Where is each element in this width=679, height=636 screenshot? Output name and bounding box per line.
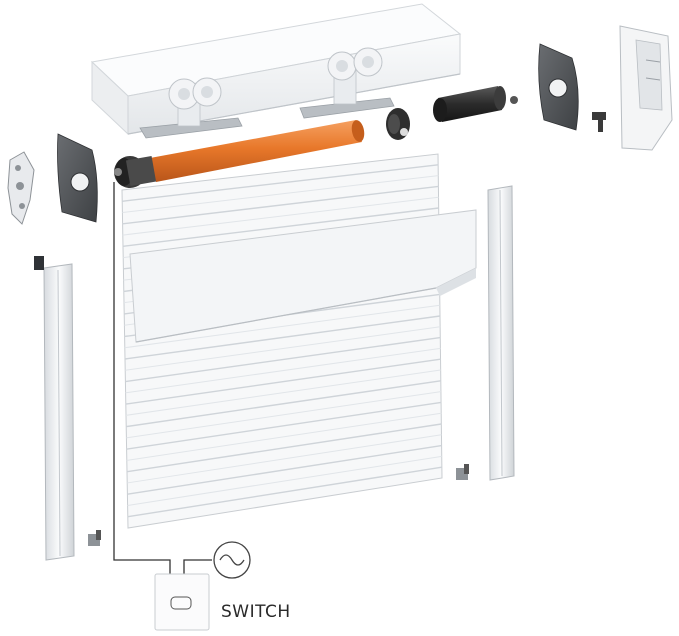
slat-profile-detail	[129, 209, 477, 343]
mounting-bracket-left	[139, 77, 243, 139]
wiring	[113, 182, 212, 574]
shutter-slat-line	[126, 412, 442, 461]
shutter-slat-line	[122, 164, 439, 202]
tubular-motor-icon	[114, 155, 157, 188]
shutter-slat-line	[122, 175, 439, 214]
shutter-slat-line	[126, 380, 441, 428]
guide-rail-left	[34, 256, 75, 561]
shutter-slat-line	[124, 304, 440, 349]
motor-cylinder	[433, 86, 518, 122]
shutter-slat-line	[127, 444, 442, 495]
shutter-slat-line	[124, 315, 441, 360]
shutter-slat-line	[127, 455, 442, 506]
end-plate-left	[57, 133, 98, 223]
roller-tube	[150, 120, 365, 182]
shutter-slat-line	[125, 336, 441, 383]
shutter-slat-line	[125, 347, 441, 394]
ac-power-icon	[213, 541, 251, 579]
mounting-bracket-right	[299, 47, 395, 119]
shutter-slat-line	[126, 391, 442, 439]
end-stop-right	[456, 464, 469, 480]
shutter-slat-line	[122, 185, 439, 225]
support-bracket-left	[7, 151, 35, 225]
end-stop-left	[88, 530, 101, 546]
shutter-slat-line	[125, 358, 441, 405]
shutter-slat-line	[126, 401, 442, 450]
shutter-slat-line	[125, 369, 441, 416]
tube-end-cap	[386, 108, 410, 140]
switch-label: SWITCH	[221, 602, 291, 622]
guide-rail-right	[487, 185, 515, 481]
shutter-slat-line	[127, 434, 442, 484]
shutter-slat-line	[125, 326, 441, 371]
shutter-slat-line	[122, 196, 439, 236]
shutter-slat-line	[122, 207, 439, 248]
shutter-curtain	[121, 153, 443, 529]
shutter-slat-line	[126, 423, 442, 473]
wall-switch-icon	[154, 573, 210, 631]
shutter-slat-line	[127, 466, 442, 518]
guide-end-frame-right	[619, 25, 673, 151]
end-plate-right	[538, 43, 579, 131]
side-clip-right	[592, 112, 606, 132]
